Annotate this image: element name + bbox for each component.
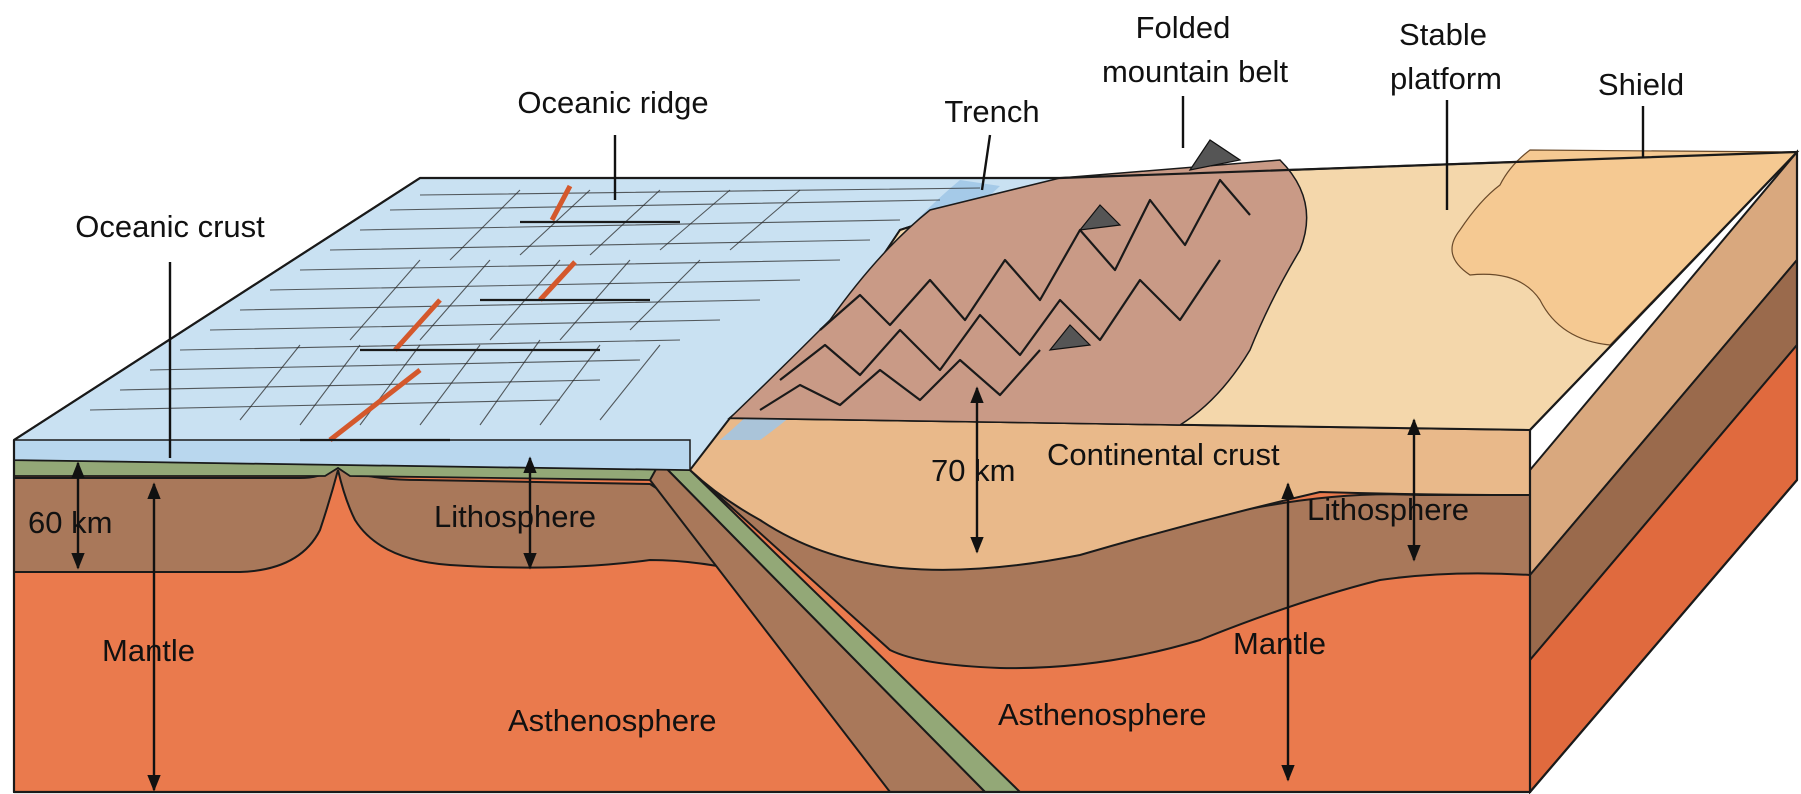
label-mantle-right: Mantle [1233,626,1326,661]
label-oceanic-crust: Oceanic crust [75,209,265,244]
label-trench: Trench [944,94,1039,129]
label-lithosphere-left: Lithosphere [434,499,596,534]
label-continental-crust: Continental crust [1047,437,1280,472]
label-shield: Shield [1598,67,1684,102]
label-60km: 60 km [28,505,112,540]
label-platform: platform [1390,61,1502,96]
label-lithosphere-right: Lithosphere [1307,492,1469,527]
label-70km: 70 km [931,453,1015,488]
top-surface [14,150,1797,470]
label-asthenosphere-right: Asthenosphere [998,697,1207,732]
label-mantle-left: Mantle [102,633,195,668]
front-face-layers [14,418,1530,792]
label-mountain-belt: mountain belt [1102,54,1289,89]
label-oceanic-ridge: Oceanic ridge [517,85,708,120]
label-asthenosphere-left: Asthenosphere [508,703,717,738]
label-folded: Folded [1136,10,1231,45]
label-stable: Stable [1399,17,1487,52]
